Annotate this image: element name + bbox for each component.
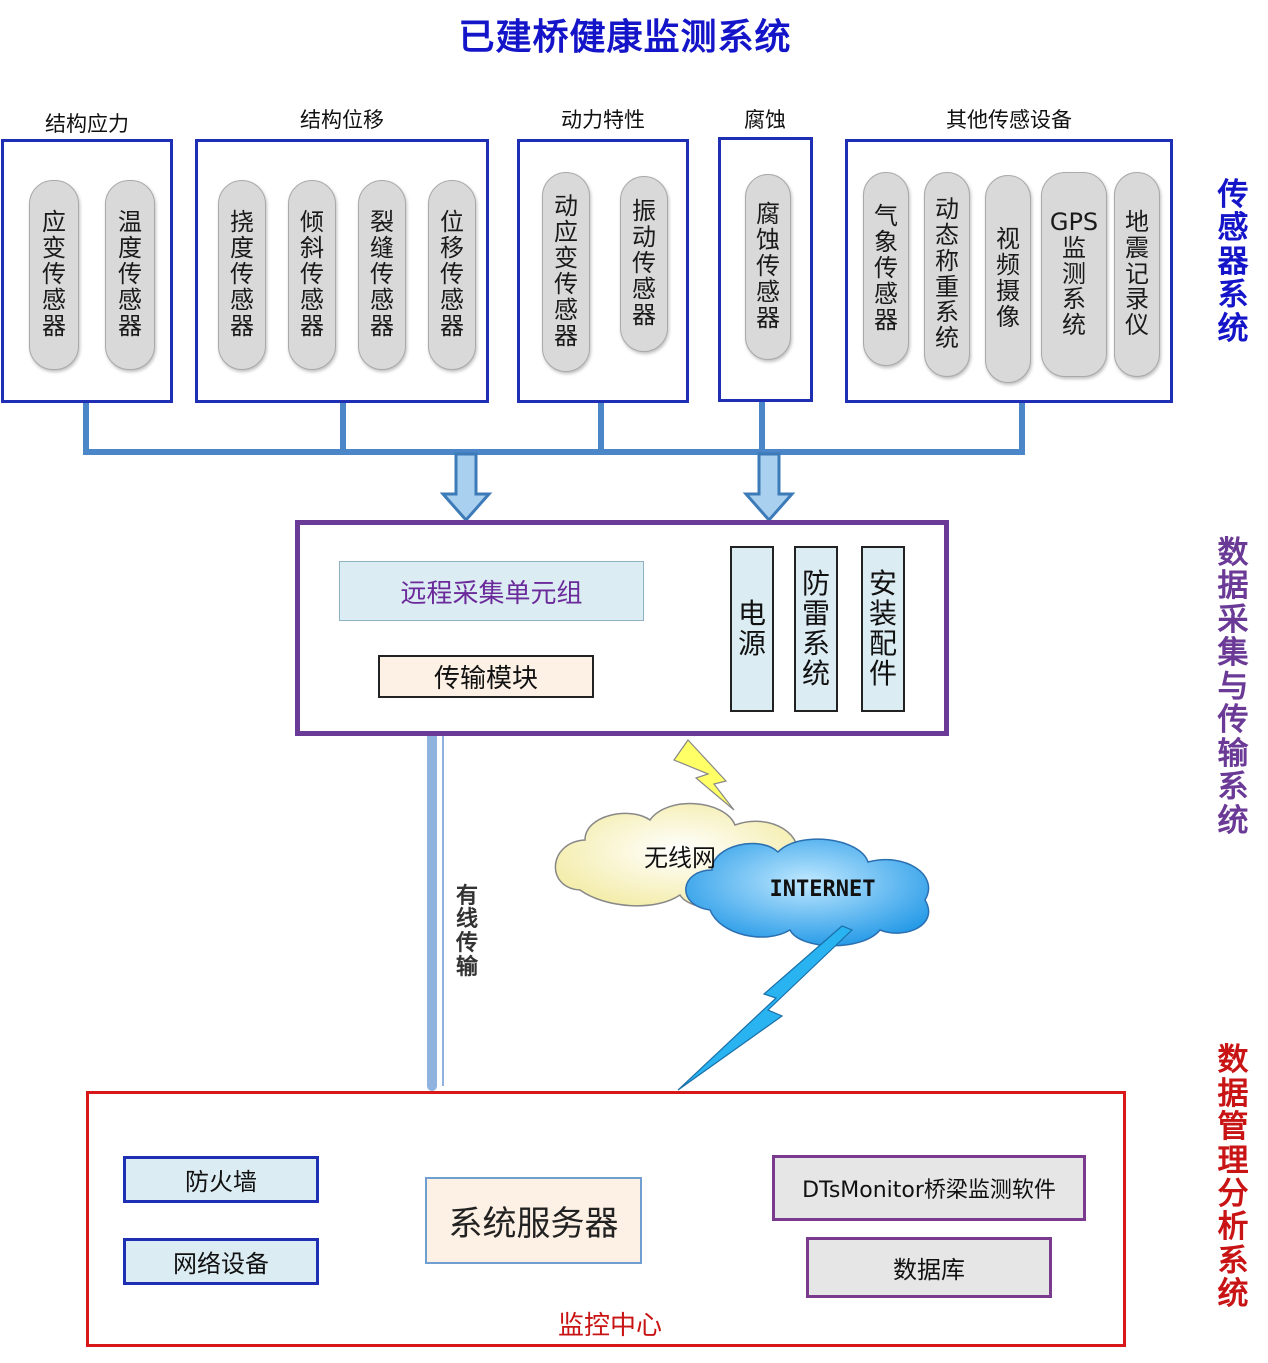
dynamic-strain-sensor: 动应变传感器: [542, 172, 590, 372]
daq-system-box: [295, 520, 949, 736]
wireless-network-label: 无线网: [644, 844, 716, 872]
installation-parts: 安装配件: [861, 546, 905, 712]
displacement-sensor: 位移传感器: [428, 180, 476, 370]
remote-acquisition-unit: 远程采集单元组: [339, 561, 644, 621]
wired-transmission-label: 有线传输: [455, 883, 478, 980]
group-label-other: 其他传感设备: [946, 108, 1072, 132]
down-arrow-right: [742, 452, 796, 523]
sensor-group-displacement: 挠度传感器 倾斜传感器 裂缝传感器 位移传感器: [195, 139, 489, 403]
page-title: 已建桥健康监测系统: [458, 17, 792, 58]
power-supply: 电源: [730, 546, 774, 712]
sensor-group-corrosion: 腐蚀传感器: [718, 137, 813, 402]
monitoring-software: DTsMonitor桥梁监测软件: [772, 1155, 1086, 1221]
internet-cloud-icon: [685, 838, 930, 947]
vibration-sensor: 振动传感器: [620, 176, 668, 352]
temperature-sensor: 温度传感器: [105, 180, 155, 370]
sensor-group-stress: 应变传感器 温度传感器: [1, 139, 173, 403]
down-arrow-left: [439, 452, 493, 523]
side-label-daq-system: 数据采集与传输系统: [1217, 534, 1249, 839]
sensor-bus: [83, 402, 1025, 455]
group-label-stress: 结构应力: [45, 112, 129, 136]
group-label-dynamics: 动力特性: [561, 108, 645, 132]
lightning-blue-icon: [677, 925, 854, 1091]
deflection-sensor: 挠度传感器: [218, 180, 266, 370]
weather-sensor: 气象传感器: [863, 172, 909, 366]
database: 数据库: [806, 1237, 1052, 1298]
network-device: 网络设备: [123, 1238, 319, 1285]
crack-sensor: 裂缝传感器: [358, 180, 406, 370]
lightning-yellow-icon: [673, 739, 735, 811]
side-label-mgmt-system: 数据管理分析系统: [1217, 1042, 1249, 1313]
internet-label: INTERNET: [769, 877, 876, 902]
lightning-protection: 防雷系统: [794, 546, 838, 712]
transmission-module: 传输模块: [378, 655, 594, 698]
weigh-in-motion-system: 动态称重系统: [924, 172, 970, 377]
seismograph: 地震记录仪: [1114, 172, 1160, 377]
corrosion-sensor: 腐蚀传感器: [745, 174, 791, 360]
group-label-corrosion: 腐蚀: [744, 108, 786, 132]
sensor-group-dynamics: 动应变传感器 振动传感器: [517, 139, 689, 403]
tilt-sensor: 倾斜传感器: [288, 180, 336, 370]
strain-sensor: 应变传感器: [29, 180, 79, 370]
video-camera: 视频摄像: [985, 175, 1031, 383]
firewall: 防火墙: [123, 1156, 319, 1203]
monitoring-center-label: 监控中心: [557, 1311, 662, 1341]
side-label-sensor-system: 传感器系统: [1217, 176, 1249, 347]
system-server: 系统服务器: [425, 1177, 642, 1264]
group-label-displacement: 结构位移: [300, 108, 384, 132]
